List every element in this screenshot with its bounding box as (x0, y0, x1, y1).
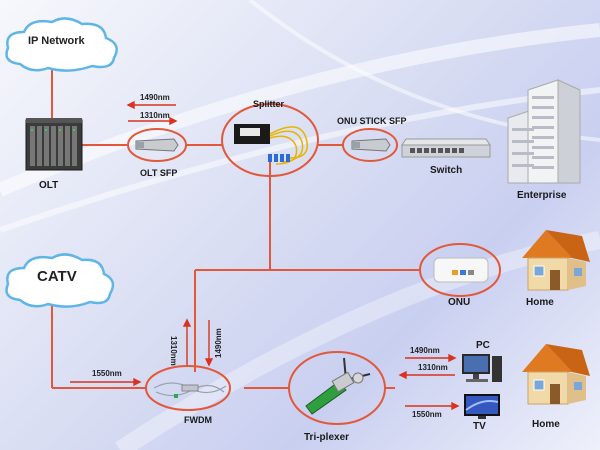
switch-icon (401, 138, 491, 158)
catv-wavelength: 1550nm (92, 369, 122, 378)
olt-chassis-icon (25, 118, 83, 171)
fwdm-icon (153, 382, 227, 398)
onu-ring (419, 243, 501, 297)
sfp-module-icon (351, 138, 391, 152)
splitter-device (230, 114, 314, 175)
building-icon (507, 79, 581, 184)
vertical-downstream-wavelength: 1490nm (214, 328, 223, 358)
olt-sfp-module (134, 138, 180, 157)
vertical-upstream-wavelength: 1310nm (169, 336, 178, 366)
olt-chassis (24, 116, 84, 179)
pc-label: PC (476, 340, 490, 351)
cloud-icon (5, 253, 115, 308)
house-icon (522, 230, 590, 291)
tv-device (462, 392, 502, 425)
enterprise-label: Enterprise (517, 190, 567, 201)
pc-device (460, 352, 504, 391)
tri-plexer-label: Tri-plexer (304, 432, 350, 443)
pc-downstream-wavelength: 1490nm (410, 346, 440, 355)
splitter-icon (234, 124, 308, 165)
onu-icon (433, 257, 489, 283)
onu-device (432, 254, 490, 291)
tv-label: TV (473, 421, 486, 432)
onu-stick-sfp-module (350, 138, 392, 157)
ip-network-cloud: IP Network (0, 14, 124, 72)
switch-label: Switch (430, 165, 463, 176)
onu-stick-sfp-label: ONU STICK SFP (337, 116, 407, 126)
tv-wavelength: 1550nm (412, 410, 442, 419)
house-icon (522, 344, 590, 405)
ip-network-label: IP Network (28, 35, 85, 47)
catv-cloud: CATV (0, 250, 120, 308)
home-bottom-house (512, 336, 592, 413)
home-bottom-label: Home (532, 419, 560, 430)
fwdm-label: FWDM (184, 415, 212, 425)
tv-icon (464, 394, 500, 419)
olt-label: OLT (39, 180, 59, 191)
olt-sfp-ring (127, 128, 187, 162)
switch-device (400, 137, 492, 164)
triplexer-icon (305, 357, 371, 415)
catv-label: CATV (37, 268, 77, 285)
fwdm-ring (145, 365, 231, 411)
tri-plexer-device (298, 356, 378, 427)
computer-icon (462, 354, 502, 382)
sfp-module-icon (135, 138, 179, 152)
home-top-house (512, 222, 592, 299)
cloud-icon (5, 17, 118, 72)
enterprise-building (498, 78, 588, 191)
splitter-ring (221, 103, 319, 177)
fwdm-device (152, 376, 228, 407)
triplexer-ring (288, 351, 386, 425)
splitter-label: Splitter (253, 99, 285, 109)
olt-sfp-label: OLT SFP (140, 168, 178, 178)
onu-label: ONU (448, 297, 471, 308)
home-top-label: Home (526, 297, 554, 308)
pc-upstream-wavelength: 1310nm (418, 363, 448, 372)
olt-upstream-wavelength: 1310nm (140, 111, 170, 120)
olt-downstream-wavelength: 1490nm (140, 93, 170, 102)
onu-stick-sfp-ring (342, 128, 398, 162)
